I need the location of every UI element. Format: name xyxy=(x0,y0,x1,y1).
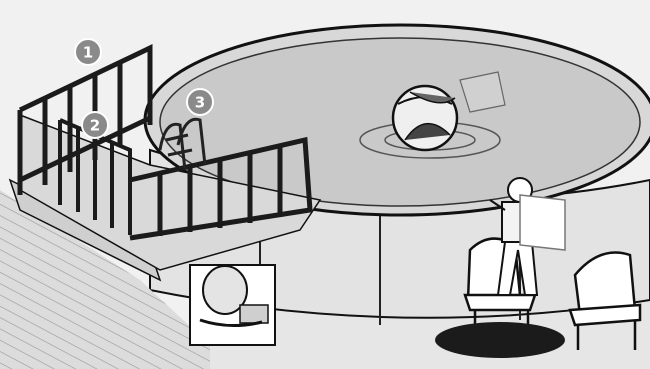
pool-pump-icon xyxy=(190,265,275,345)
callout-1-label: 1 xyxy=(83,44,93,62)
beach-ball-icon xyxy=(393,86,457,150)
callout-3-label: 3 xyxy=(195,94,205,112)
callout-2: 2 xyxy=(82,112,108,138)
towel-icon xyxy=(520,195,565,250)
callout-3: 3 xyxy=(187,89,213,115)
callout-1: 1 xyxy=(75,39,101,65)
chair-shadow xyxy=(435,322,565,358)
callout-2-label: 2 xyxy=(90,117,100,135)
